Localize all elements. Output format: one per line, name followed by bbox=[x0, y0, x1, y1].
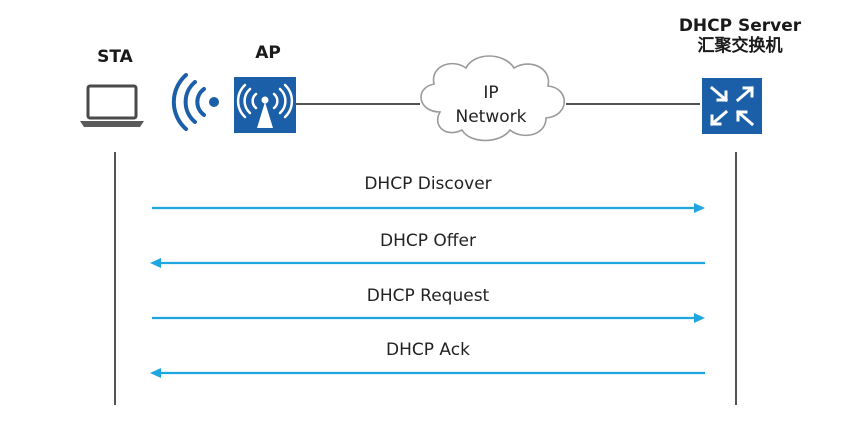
network-label-line2: Network bbox=[456, 107, 527, 127]
laptop-icon bbox=[80, 84, 144, 127]
access-point-icon bbox=[234, 77, 296, 133]
message-arrow-ack bbox=[150, 368, 705, 378]
wifi-signal-icon bbox=[171, 73, 219, 131]
network-label-line1: IP bbox=[483, 83, 498, 103]
server-label: DHCP Server 汇聚交换机 bbox=[650, 16, 830, 56]
server-label-line1: DHCP Server bbox=[678, 16, 802, 36]
ap-label: AP bbox=[255, 43, 281, 63]
message-label-ack: DHCP Ack bbox=[386, 340, 470, 360]
message-arrow-discover bbox=[152, 203, 705, 213]
server-label-line2: 汇聚交换机 bbox=[697, 35, 783, 56]
message-arrow-offer bbox=[150, 258, 705, 268]
switch-icon bbox=[702, 78, 762, 134]
cloud-icon bbox=[420, 55, 565, 142]
message-label-request: DHCP Request bbox=[366, 286, 490, 306]
message-label-discover: DHCP Discover bbox=[364, 174, 492, 194]
message-label-offer: DHCP Offer bbox=[380, 231, 476, 251]
sta-label: STA bbox=[97, 47, 133, 67]
message-arrow-request bbox=[152, 313, 705, 323]
